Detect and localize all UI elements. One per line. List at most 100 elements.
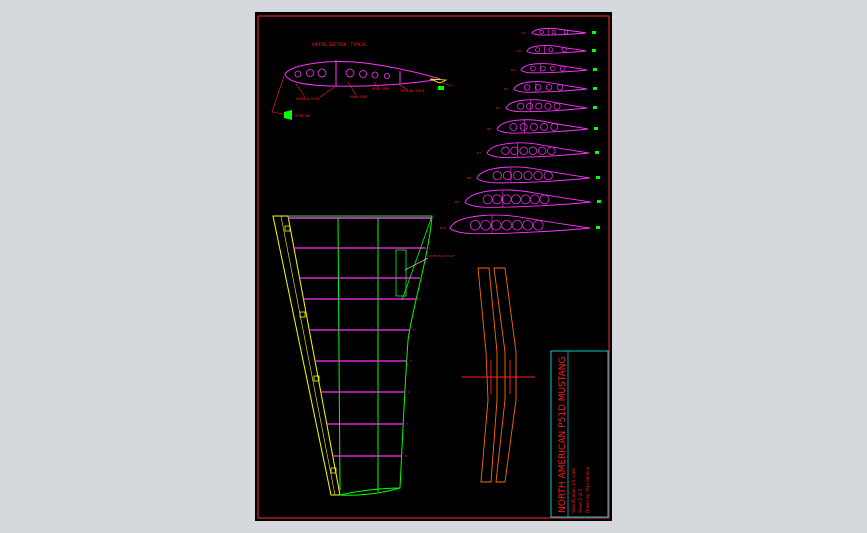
station-label: 1 — [429, 246, 431, 250]
wingtip-curve — [339, 487, 401, 496]
lightening-hole — [539, 29, 544, 35]
rib-label: R4 — [504, 87, 508, 91]
airfoil-section-detail: AIRFOIL SECTION - TYPICAL LEADING EDGE M… — [271, 42, 453, 120]
lightening-holes — [294, 68, 390, 79]
lightening-hole — [519, 146, 528, 155]
station-label: 6 — [408, 390, 410, 394]
joiner-right — [493, 267, 517, 483]
aileron-leader — [404, 257, 429, 271]
title-block: NORTH AMERICAN P51D MUSTANG Specificatio… — [550, 350, 609, 518]
label-rear-spar: REAR SPAR — [372, 87, 391, 91]
rib-label: R5 — [496, 106, 500, 110]
lightening-hole — [544, 102, 552, 110]
lightening-hole — [563, 29, 569, 35]
leading-edge-inner — [280, 215, 336, 496]
rib-marker — [593, 87, 597, 90]
rib-profile — [476, 166, 591, 184]
rib-profile — [449, 214, 591, 235]
lightening-hole — [501, 219, 512, 231]
section-airfoil — [284, 61, 441, 87]
lightening-hole — [502, 171, 513, 181]
tip-spar — [401, 215, 433, 301]
rib-label: R3 — [511, 68, 515, 72]
lightening-hole — [510, 146, 519, 155]
sheet-border — [257, 15, 610, 519]
te-marker — [438, 86, 444, 90]
station-label: 8 — [405, 454, 407, 458]
lightening-hole — [528, 146, 538, 155]
station-label: 2 — [423, 276, 425, 280]
rib-profile — [531, 27, 587, 36]
rib-label: R7 — [477, 151, 481, 155]
aileron-note: AILERON CUTOUT — [428, 254, 455, 258]
lightening-hole — [553, 102, 561, 110]
label-tip-detail: TIP DETAIL — [293, 114, 311, 118]
lightening-hole — [469, 219, 481, 231]
lightening-hole — [522, 219, 533, 231]
lightening-hole — [547, 146, 556, 155]
main-spar — [337, 217, 341, 491]
title-line-1: Specification 1/4 scale — [571, 467, 576, 513]
title-line-2: Sheet 2 of 2 — [578, 488, 583, 513]
rib-marker — [593, 68, 597, 71]
rib-marker — [593, 106, 597, 109]
lightening-hole — [492, 171, 502, 181]
lightening-hole — [551, 29, 557, 35]
lightening-hole — [520, 194, 531, 205]
lightening-hole — [530, 194, 540, 205]
lightening-hole — [545, 84, 553, 91]
rib-label: R10 — [440, 226, 446, 230]
rib-label: R1 — [522, 31, 526, 35]
lightening-hole — [539, 194, 550, 205]
lightening-hole — [543, 171, 553, 181]
label-main-spar: MAIN SPAR — [350, 95, 368, 99]
rib-label: R9 — [455, 200, 459, 204]
rib-marker — [596, 176, 600, 179]
station-label: 7 — [407, 422, 409, 426]
lightening-hole — [535, 102, 543, 110]
lightening-hole — [550, 123, 559, 131]
lightening-hole — [511, 219, 523, 231]
rib-marker — [592, 31, 596, 34]
station-label: 5 — [410, 359, 412, 363]
drawing-sheet — [255, 12, 612, 521]
lightening-hole — [559, 65, 566, 72]
rib-marker — [592, 49, 596, 52]
rib-label: R6 — [487, 127, 491, 131]
rib-profile — [526, 45, 587, 54]
lightening-hole — [532, 219, 544, 231]
title-line-3: Drawn by: Plan Service — [585, 466, 590, 513]
rib-profile — [464, 189, 592, 208]
lightening-hole — [556, 84, 564, 91]
lightening-hole — [513, 171, 523, 181]
lightening-hole — [540, 123, 548, 131]
rib-profile — [486, 142, 590, 158]
rib-label: R2 — [517, 49, 521, 53]
rib-label: R8 — [467, 176, 471, 180]
lightening-hole — [530, 123, 538, 131]
tip-detail-icon — [284, 110, 292, 120]
section-label-group: LEADING EDGE MAIN SPAR REAR SPAR TRAILIN… — [293, 87, 425, 118]
rib-profile — [520, 63, 588, 74]
lightening-hole — [535, 47, 541, 53]
lightening-hole — [480, 219, 491, 231]
lightening-hole — [540, 65, 546, 72]
joiner-left — [477, 267, 498, 483]
trailing-edge-tab — [429, 78, 448, 84]
lightening-hole — [517, 102, 525, 110]
rib-marker — [594, 127, 598, 130]
le-fittings — [284, 225, 337, 474]
spar-joiner — [462, 267, 535, 483]
lightening-hole — [534, 84, 542, 91]
lightening-hole — [490, 219, 502, 231]
lightening-hole — [533, 171, 543, 181]
label-trailing-edge: TRAILING EDGE — [399, 89, 425, 93]
station-label: 4 — [413, 328, 415, 332]
lightening-hole — [561, 47, 567, 53]
lightening-hole — [501, 194, 512, 205]
lightening-hole — [519, 123, 528, 131]
rib-profile — [496, 119, 589, 134]
